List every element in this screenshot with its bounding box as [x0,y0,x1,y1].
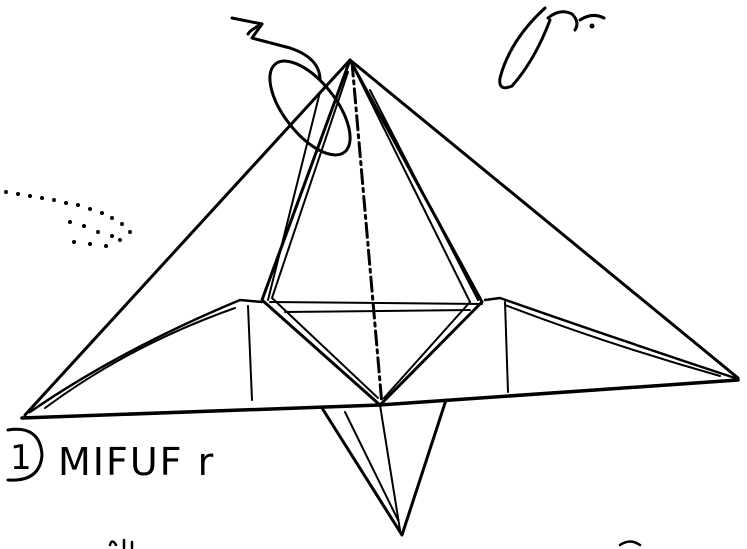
kite-right-inner [356,72,470,398]
right-inner-fold [485,298,735,378]
left-wing-edge [25,60,350,415]
signature-stroke-1 [548,12,577,30]
step-number: 1 [10,438,32,478]
tail-outline [322,400,446,535]
step-label: MIFUF r [58,440,215,484]
left-inner-fold-2 [45,308,235,408]
tail-center-crease [380,405,400,530]
kite-horizontal-crease [270,302,482,304]
signature-loop [500,8,550,88]
handwritten-signature-icon [500,8,604,88]
right-inner-fold-2 [505,305,720,376]
bottom-right-mark [620,542,640,546]
left-inner-fold [30,300,262,412]
signature-stroke-2 [580,15,604,20]
right-wing-edge [350,60,738,378]
center-kite [262,60,482,405]
bottom-left-marks [110,540,132,548]
dotted-guide-line-icon [4,190,132,248]
curved-rotation-arrow-icon [232,18,365,168]
left-vertical-crease [248,306,252,400]
kite-horizontal-crease-2 [285,310,470,312]
kite-right-edge [350,60,482,405]
right-vertical-crease [505,302,508,392]
lower-tail [322,400,446,535]
